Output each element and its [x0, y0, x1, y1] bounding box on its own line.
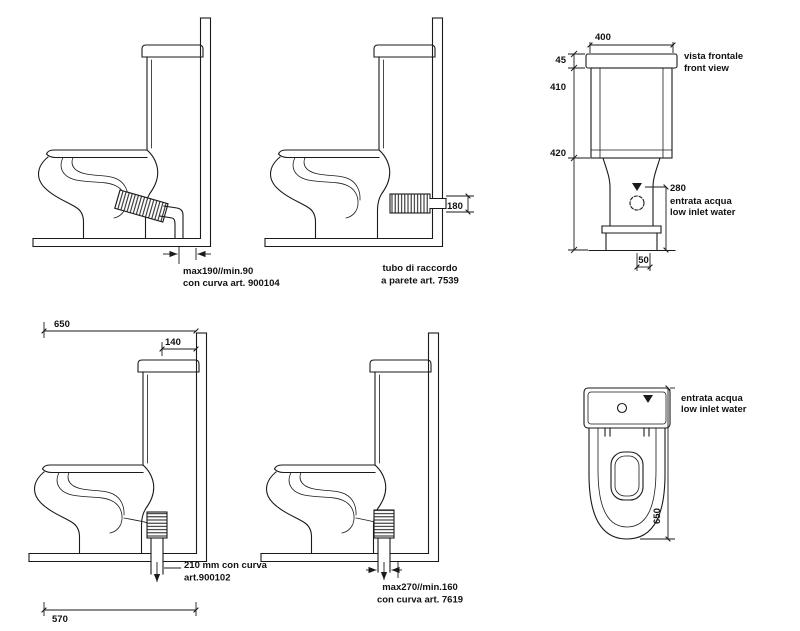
floor-pipe [355, 509, 395, 580]
dim-400 [587, 42, 676, 53]
inlet-caption-it: entrata acqua [670, 196, 732, 207]
dim-left-chain [568, 50, 590, 254]
wall-pipe [389, 193, 447, 214]
dim-280 [645, 184, 669, 253]
dim-570-label: 570 [52, 614, 68, 625]
front-view-title-it: vista frontale [684, 51, 743, 62]
inlet-caption-en: low inlet water [670, 207, 736, 218]
note-tl-line1: max190//min.90 [183, 266, 253, 277]
water-inlet-arrow-icon [632, 183, 642, 191]
dim-570 [41, 602, 199, 616]
dim-45-label: 45 [555, 55, 566, 66]
toilet-side-view [260, 332, 440, 563]
dim-650-plan [640, 385, 675, 542]
plan-inlet-caption-it: entrata acqua [681, 393, 743, 404]
water-inlet-arrow-icon [643, 395, 653, 403]
drawing-plan-view: 650 entrata acqua low inlet water [583, 385, 747, 542]
seat-plan [588, 427, 666, 540]
note-bl-line1: 210 mm con curva [184, 560, 268, 571]
dim-650-depth [41, 322, 199, 338]
floor-pipe [123, 511, 181, 582]
dim-650-plan-label: 650 [652, 508, 663, 524]
drawing-side-wall-outlet-7539: 180 tubo di raccordo a parete art. 7539 [264, 17, 474, 287]
dim-50-label: 50 [638, 255, 649, 266]
plan-inlet-caption-en: low inlet water [681, 404, 747, 415]
dim-max-min-range [163, 246, 211, 264]
cistern-plan [583, 387, 671, 429]
note-tm-line2: a parete art. 7539 [381, 276, 459, 287]
cistern-front [585, 53, 678, 159]
corrugated-pipe [114, 189, 184, 239]
note-bl-line2: art.900102 [184, 573, 230, 584]
note-tm-line1: tubo di raccordo [383, 263, 458, 274]
drawing-side-floor-outlet-900102: 650 140 210 mm con curva art.900102 570 [28, 319, 268, 625]
dim-50 [634, 253, 653, 271]
note-bm-line2: con curva art. 7619 [377, 595, 463, 606]
dim-650-label: 650 [54, 319, 70, 330]
dim-180-label: 180 [447, 201, 463, 212]
dim-280-label: 280 [670, 183, 686, 194]
dim-400-label: 400 [595, 32, 611, 43]
toilet-side-view [28, 332, 208, 563]
dim-max-min-range [366, 561, 402, 578]
toilet-side-view [32, 17, 212, 248]
drawing-side-curva-900104: max190//min.90 con curva art. 900104 [32, 17, 280, 289]
note-tl-line2: con curva art. 900104 [183, 278, 280, 289]
water-inlet-hole [629, 195, 645, 211]
note-bm-line1: max270//min.160 [382, 582, 458, 593]
drawing-front-view: 400 45 410 420 [550, 32, 743, 271]
dim-420-label: 420 [550, 148, 566, 159]
pedestal-front [588, 157, 676, 252]
dim-180 [446, 193, 474, 215]
drawing-side-curva-7619: max270//min.160 con curva art. 7619 [260, 332, 463, 606]
front-view-title-en: front view [684, 63, 729, 74]
dim-410-label: 410 [550, 82, 566, 93]
dim-140-label: 140 [165, 337, 181, 348]
dim-140 [159, 342, 199, 356]
